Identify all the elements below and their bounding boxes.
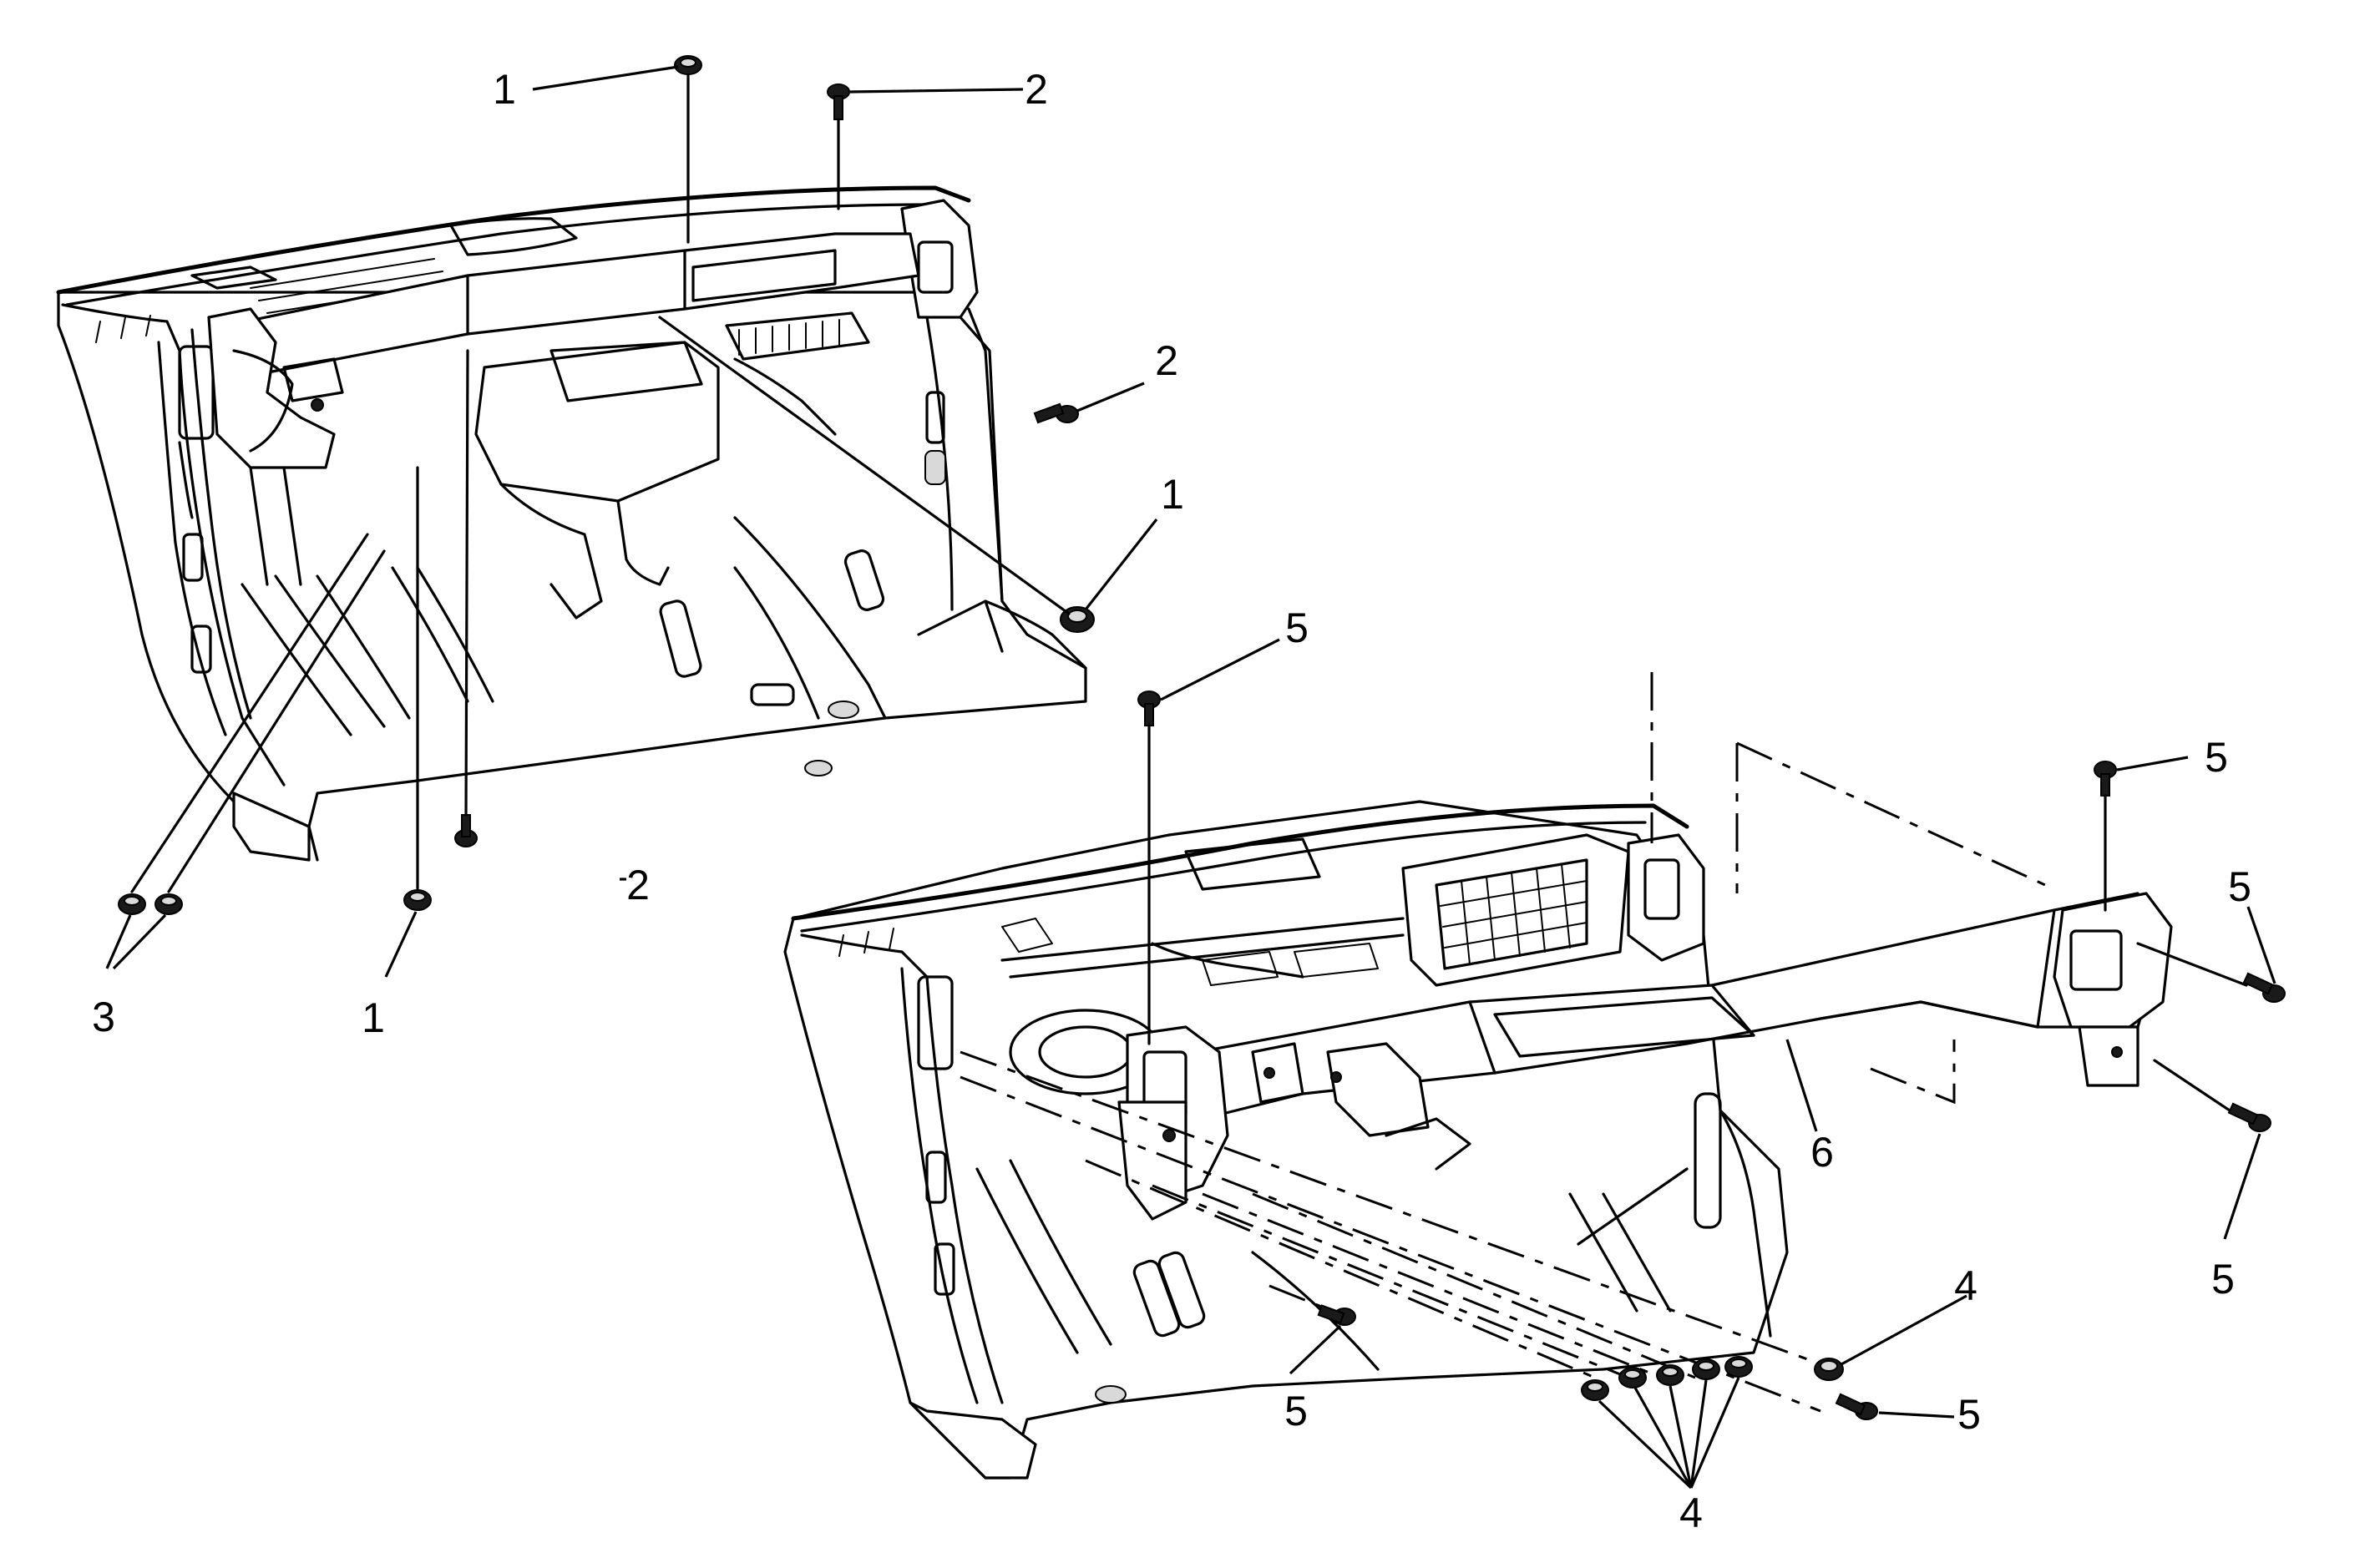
callout-4-top: 4 [1954, 1262, 1977, 1309]
bolt-5-right-bottom [2227, 1102, 2271, 1132]
callout-6: 6 [1810, 1129, 1834, 1176]
nut-4-c [1656, 1364, 1684, 1386]
callout-5-bottom-center: 5 [1284, 1388, 1308, 1434]
bolt-5-top-center [1137, 690, 1161, 726]
callout-3: 3 [92, 994, 115, 1040]
nut-3-right [154, 893, 183, 915]
callout-5-bottom-right: 5 [1957, 1391, 1981, 1438]
callout-4-bottom: 4 [1679, 1490, 1703, 1536]
nut-4-a [1581, 1379, 1609, 1401]
callout-2-top: 2 [1025, 66, 1048, 113]
bolt-5-bottom-center [1317, 1304, 1356, 1326]
nut-4-e [1724, 1356, 1753, 1378]
nut-4-d [1692, 1358, 1720, 1380]
bolt-2-top [827, 83, 850, 120]
callout-1-bottom: 1 [362, 994, 385, 1041]
bolt-5-right-top [2094, 761, 2117, 797]
nut-3-left [118, 893, 146, 915]
callout-5-right-mid: 5 [2228, 863, 2251, 910]
bolt-5-bottom-right [1835, 1393, 1878, 1420]
bolt-2-mid [1033, 402, 1079, 424]
nut-1-top [674, 55, 702, 75]
callout-5-right-bottom: 5 [2211, 1256, 2235, 1303]
callout-1-mid: 1 [1161, 471, 1184, 518]
nut-1-bottom [403, 889, 432, 911]
callout-leaders [105, 65, 2276, 1490]
callout-2-bottom: 2 [626, 862, 650, 908]
callout-labels: 1 2 2 1 5 5 5 6 5 4 5 5 4 2 3 1 [92, 66, 2251, 1536]
lower-right-assembly-view [783, 800, 2173, 1480]
callout-1-top: 1 [493, 66, 516, 113]
cross-car-beam [1117, 892, 2173, 1221]
nut-4-top [1814, 1358, 1844, 1381]
nut-4-b [1618, 1367, 1647, 1389]
bolt-2-bottom [454, 814, 478, 847]
callout-5-right-top: 5 [2205, 734, 2228, 781]
install-lines [130, 73, 2248, 1112]
fasteners [118, 55, 2286, 1420]
bolt-5-right-mid [2242, 972, 2286, 1003]
upper-left-assembly-view [56, 185, 1087, 862]
callout-2-mid: 2 [1155, 337, 1178, 384]
callout-5-top-center: 5 [1285, 604, 1309, 651]
